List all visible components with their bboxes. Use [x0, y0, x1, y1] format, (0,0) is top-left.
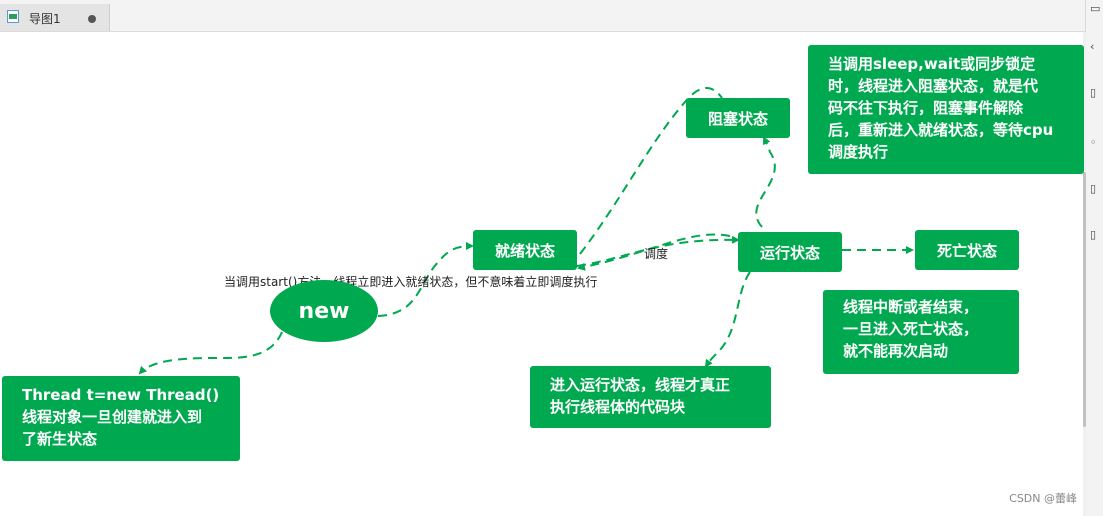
node-dead[interactable]: 死亡状态 [915, 230, 1019, 270]
connector-new-to-ready [377, 242, 474, 317]
note-dead[interactable]: 线程中断或者结束， 一旦进入死亡状态， 就不能再次启动 [823, 290, 1019, 374]
mindmap-file-icon [7, 10, 19, 23]
vertical-scrollbar[interactable] [1083, 32, 1086, 516]
note-running[interactable]: 进入运行状态，线程才真正 执行线程体的代码块 [530, 366, 771, 428]
panel-toggle-icon[interactable]: ▭ [1090, 2, 1101, 15]
node-running[interactable]: 运行状态 [738, 232, 842, 272]
connector-running-to-blocked [755, 136, 776, 228]
start-edge-label: 当调用start()方法，线程立即进入就绪状态，但不意味着立即调度执行 [224, 275, 598, 289]
panel-tool-icon[interactable]: ▯ [1090, 86, 1097, 99]
connector-running-to-ready [577, 233, 731, 271]
panel-tool-icon-3[interactable]: ▯ [1090, 182, 1097, 195]
scrollbar-thumb[interactable] [1083, 172, 1086, 427]
panel-tool-icon-2[interactable]: ◦ [1090, 136, 1097, 149]
mindmap-canvas[interactable]: 当调用start()方法，线程立即进入就绪状态，但不意味着立即调度执行 调度 n… [0, 32, 1084, 516]
tab-title: 导图1 [29, 12, 61, 26]
note-blocked[interactable]: 当调用sleep,wait或同步锁定 时，线程进入阻塞状态，就是代 码不往下执行… [808, 45, 1084, 174]
connectors [138, 87, 914, 375]
watermark: CSDN @蕾峰 [1009, 492, 1077, 505]
connector-running-to-note [704, 271, 751, 368]
node-new[interactable]: new [270, 280, 378, 342]
tab-mindmap[interactable]: 导图1 [0, 4, 110, 31]
panel-arrow-icon[interactable]: ‹ [1090, 40, 1095, 53]
unsaved-dot-icon[interactable] [88, 15, 96, 23]
connector-new-to-note [138, 331, 283, 375]
right-side-panel: ▭ ‹ ▯ ◦ ▯ ▯ [1085, 0, 1103, 516]
connector-ready-to-blocked [579, 87, 723, 255]
node-ready[interactable]: 就绪状态 [473, 230, 577, 270]
tab-bar: 导图1 [0, 0, 1085, 32]
node-blocked[interactable]: 阻塞状态 [686, 98, 790, 138]
connector-ready-to-running [576, 235, 740, 267]
note-new-thread[interactable]: Thread t=new Thread() 线程对象一旦创建就进入到 了新生状态 [2, 376, 240, 461]
panel-tool-icon-4[interactable]: ▯ [1090, 228, 1097, 241]
schedule-edge-label: 调度 [644, 247, 669, 261]
